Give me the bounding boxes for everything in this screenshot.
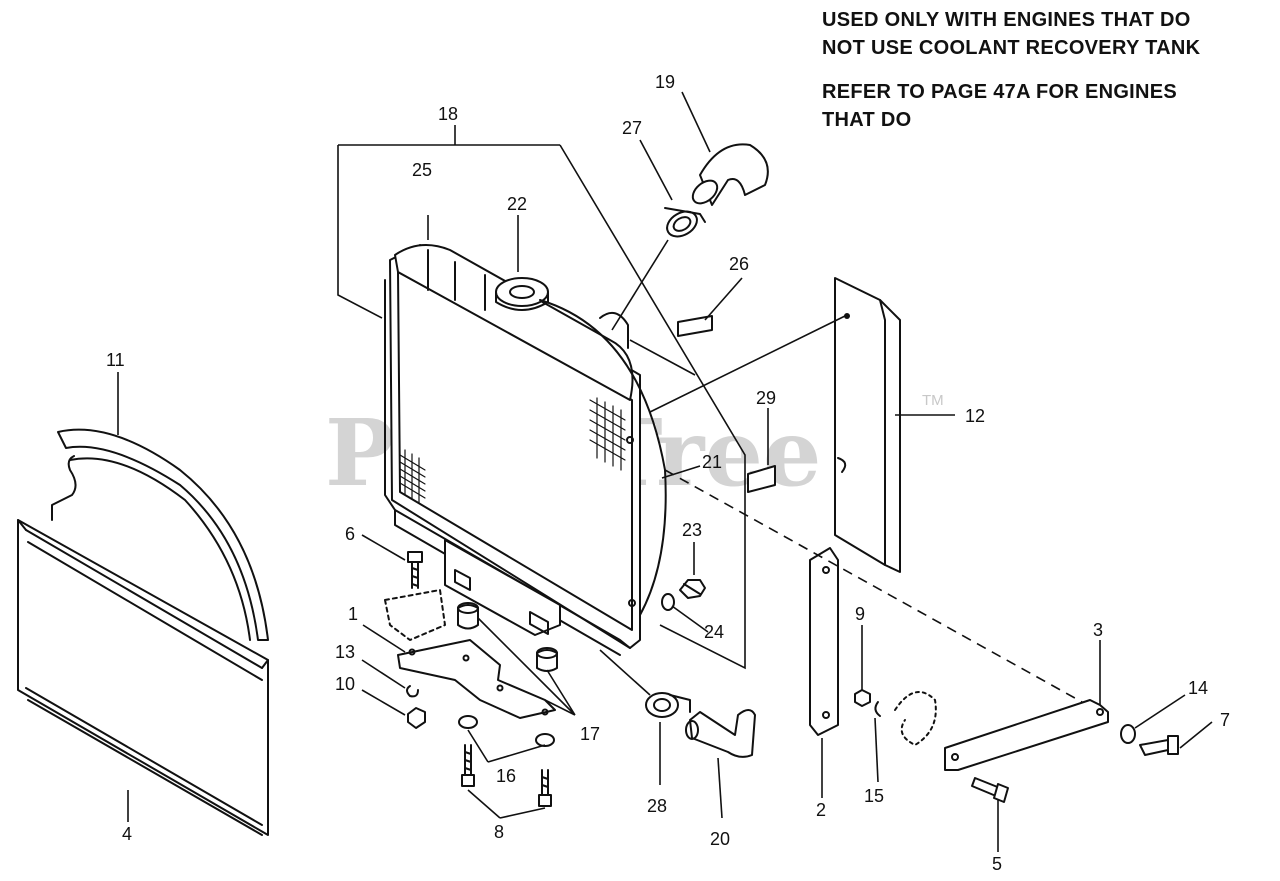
- callout-28: 28: [647, 796, 667, 816]
- callout-2: 2: [816, 800, 826, 820]
- bracket-strap-part-2: [809, 547, 839, 736]
- panel-connection-line: [649, 315, 846, 413]
- nut-part-9: [854, 689, 871, 707]
- drain-plug-part-23: [679, 579, 706, 599]
- callout-6: 6: [345, 524, 355, 544]
- radiator-cap-part-22: [495, 277, 549, 311]
- note-line-1: USED ONLY WITH ENGINES THAT DO: [822, 9, 1191, 31]
- callout-29: 29: [756, 388, 776, 408]
- bolt-part-6: [407, 551, 423, 589]
- callout-17: 17: [580, 724, 600, 744]
- side-panel-part-12: [834, 277, 901, 573]
- note-line-4: THAT DO: [822, 109, 912, 131]
- upper-hose-part-19: [691, 143, 769, 206]
- callout-16: 16: [496, 766, 516, 786]
- callout-11: 11: [106, 350, 125, 370]
- callout-labels: 1 2 3 4 5 6 7 8 9 10 11 12 13 14 15 16 1…: [106, 72, 1230, 874]
- callout-8: 8: [494, 822, 504, 842]
- callout-23: 23: [682, 520, 702, 540]
- bracket-ghost: [384, 589, 446, 641]
- bolt-part-8: [461, 744, 552, 807]
- callout-10: 10: [335, 674, 355, 694]
- leader-lines: [117, 91, 1213, 852]
- support-rod-part-3: [944, 699, 1109, 771]
- callout-15: 15: [864, 786, 884, 806]
- callout-22: 22: [507, 194, 527, 214]
- shroud-outline-part-18: [337, 144, 746, 670]
- washer-part-16: [458, 715, 555, 747]
- radiator-core: [384, 244, 641, 656]
- rubber-mount-part-17: [457, 602, 558, 672]
- decal-line: [629, 339, 696, 376]
- callout-18: 18: [438, 104, 458, 124]
- note-line-2: NOT USE COOLANT RECOVERY TANK: [822, 37, 1201, 59]
- hose-connection-line: [611, 239, 669, 331]
- washer-part-15: [874, 701, 881, 717]
- callout-3: 3: [1093, 620, 1103, 640]
- watermark-tm: TM: [922, 392, 944, 409]
- callout-9: 9: [855, 604, 865, 624]
- callout-26: 26: [729, 254, 749, 274]
- lower-hose-part-20: [685, 709, 756, 758]
- lower-clamp-part-28: [645, 692, 691, 718]
- callout-24: 24: [704, 622, 724, 642]
- callout-4: 4: [122, 824, 132, 844]
- callout-7: 7: [1220, 710, 1230, 730]
- callout-21: 21: [702, 452, 722, 472]
- bolt-part-7: [1139, 735, 1179, 756]
- lock-washer-part-13: [406, 685, 419, 698]
- note-line-3: REFER TO PAGE 47A FOR ENGINES: [822, 81, 1178, 103]
- alignment-dashed-line: [664, 469, 1101, 713]
- decal-part-26: [677, 315, 713, 337]
- washer-part-14: [1120, 724, 1136, 744]
- screen-panel-part-4: [17, 519, 269, 836]
- callout-25: 25: [412, 160, 432, 180]
- decal-part-29: [747, 465, 776, 493]
- callout-27: 27: [622, 118, 642, 138]
- callout-19: 19: [655, 72, 675, 92]
- callout-20: 20: [710, 829, 730, 849]
- callout-1: 1: [348, 604, 358, 624]
- callout-5: 5: [992, 854, 1002, 874]
- rod-dotted-end: [894, 691, 937, 746]
- upper-clamp-part-27: [664, 207, 706, 238]
- mount-bracket-part-1: [397, 639, 556, 719]
- screen-frame-part-11: [51, 428, 269, 641]
- callout-12: 12: [965, 406, 985, 426]
- fan-shroud-part-21: [539, 299, 667, 616]
- bolt-part-5: [971, 777, 1009, 803]
- callout-14: 14: [1188, 678, 1208, 698]
- lower-hose-line: [599, 649, 651, 696]
- washer-part-24: [661, 593, 675, 611]
- callout-13: 13: [335, 642, 355, 662]
- nut-part-10: [407, 707, 426, 729]
